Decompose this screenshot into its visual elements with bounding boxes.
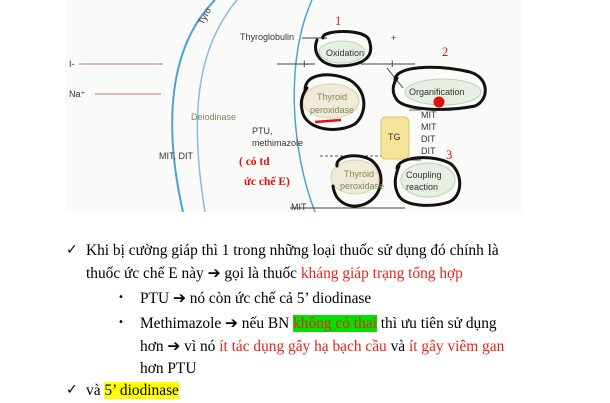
- mit-label-2: MIT: [421, 122, 437, 132]
- ptu-label: PTU,: [252, 126, 273, 136]
- thyroid-hormone-synthesis-diagram: Tyro Thyroglobulin I- Na⁺ I- + Oxidation…: [65, 0, 522, 212]
- annotation-number-2: 2: [442, 45, 449, 59]
- iodide-label-left: I-: [69, 59, 75, 69]
- bullet-1-ptu: PTU ➔ nó còn ức chế cả 5’ diodinase: [140, 291, 371, 306]
- organification-label: Organification: [409, 87, 465, 97]
- thyroid-peroxidase-2-bottom: peroxidase: [340, 181, 385, 191]
- annotation-note-line2: ức chế E): [244, 176, 290, 188]
- bullet-2-line-2-text-b: vì nó: [180, 338, 220, 355]
- bullet-2-line-2-text-a: hơn: [140, 338, 168, 355]
- deiodinase-label: Deiodinase: [191, 112, 237, 122]
- paragraph-1-text-b: gọi là thuốc: [220, 265, 301, 282]
- bullet-1-text-a: PTU: [140, 290, 173, 307]
- red-marker-dot: [433, 96, 445, 108]
- antithyroid-term: kháng giáp trạng tổng hợp: [300, 265, 463, 282]
- oxidation-label: Oxidation: [326, 48, 365, 58]
- bullet-2-methimazole-line-1: Methimazole ➔ nếu BN không có thai thì ư…: [140, 315, 497, 332]
- arrow-icon: ➔: [225, 315, 238, 332]
- circle-coupling: [393, 156, 462, 207]
- paragraph-2: và 5’ diodinase: [86, 382, 179, 399]
- mit-bottom-label: MIT: [291, 202, 307, 212]
- apical-membrane-arc: [293, 0, 316, 212]
- plus-sign: +: [391, 33, 397, 43]
- circle-organification: [391, 65, 487, 111]
- bullet-2-methimazole-line-2: hơn ➔ vì nó ít tác dụng gây hạ bạch cầu …: [140, 339, 504, 354]
- thyroid-peroxidase-label-top: Thyroid: [317, 92, 348, 102]
- arrow-icon: ➔: [172, 290, 186, 307]
- check-icon: ✓: [66, 242, 78, 258]
- membrane-inner-arc: [196, 0, 238, 212]
- arrow-icon: ➔: [207, 265, 221, 282]
- circle-peroxidase: [299, 73, 366, 131]
- thyroid-peroxidase-2-top: Thyroid: [344, 169, 375, 179]
- paragraph-2-text-a: và: [86, 382, 105, 399]
- paragraph-1-line-2: thuốc ức chế E này ➔ gọi là thuốc kháng …: [86, 266, 463, 281]
- oxidation-bubble: [318, 40, 366, 64]
- tg-label: TG: [388, 132, 401, 142]
- paragraph-1-line-1: Khi bị cường giáp thì 1 trong những loại…: [86, 242, 499, 259]
- less-leukopenia-term: ít tác dụng gây hạ bạch cầu: [219, 338, 387, 355]
- thyroid-peroxidase-label-bottom: peroxidase: [310, 105, 355, 115]
- diagram-drawing: [79, 0, 487, 212]
- arrow-icon: ➔: [167, 338, 181, 355]
- tg-box: [380, 116, 410, 160]
- bullet-2-text-c: thì ưu tiên sử dụng: [376, 315, 497, 332]
- membrane-outer-arc: [171, 0, 216, 212]
- circle-peroxidase-2: [331, 154, 383, 208]
- red-underline-mark: [314, 118, 342, 124]
- annotation-number-3: 3: [446, 148, 453, 162]
- coupling-label: Coupling: [406, 170, 442, 180]
- check-icon: ✓: [66, 382, 78, 398]
- bullet-icon: •: [118, 317, 124, 328]
- deiodinase-highlight: 5’ diodinase: [104, 382, 179, 399]
- paragraph-1-text-a: thuốc ức chế E này: [86, 265, 208, 282]
- bullet-icon: •: [118, 292, 124, 303]
- bullet-1-text-b: nó còn ức chế cả 5’ diodinase: [185, 290, 372, 307]
- coupling-bubble: [400, 162, 456, 198]
- bullet-2-methimazole-line-3: hơn PTU: [140, 360, 197, 377]
- dit-label-2: DIT: [421, 146, 436, 156]
- circle-oxidation: [314, 30, 372, 68]
- less-hepatitis-term: ít gây viêm gan: [408, 338, 505, 355]
- mit-dit-label: MIT, DIT: [159, 151, 193, 161]
- methimazole-label: methimazole: [252, 138, 304, 148]
- annotation-note-line1: ( có td: [239, 156, 270, 168]
- reaction-label: reaction: [406, 182, 439, 192]
- not-pregnant-highlight: không có thai: [293, 315, 377, 332]
- peroxidase-bubble-2: [330, 159, 380, 195]
- iodine-label: I: [391, 59, 394, 69]
- bullet-2-text-a: Methimazole: [140, 315, 226, 332]
- bullet-2-line-2-text-c: và: [386, 338, 409, 355]
- mit-label-1: MIT: [421, 110, 437, 120]
- thyroglobulin-label: Thyroglobulin: [240, 32, 295, 42]
- iodide-label-center: I-: [303, 59, 309, 69]
- dit-label-1: DIT: [421, 134, 436, 144]
- annotation-number-1: 1: [335, 14, 342, 28]
- bullet-2-text-b: nếu BN: [237, 315, 294, 332]
- sodium-label: Na⁺: [69, 89, 86, 99]
